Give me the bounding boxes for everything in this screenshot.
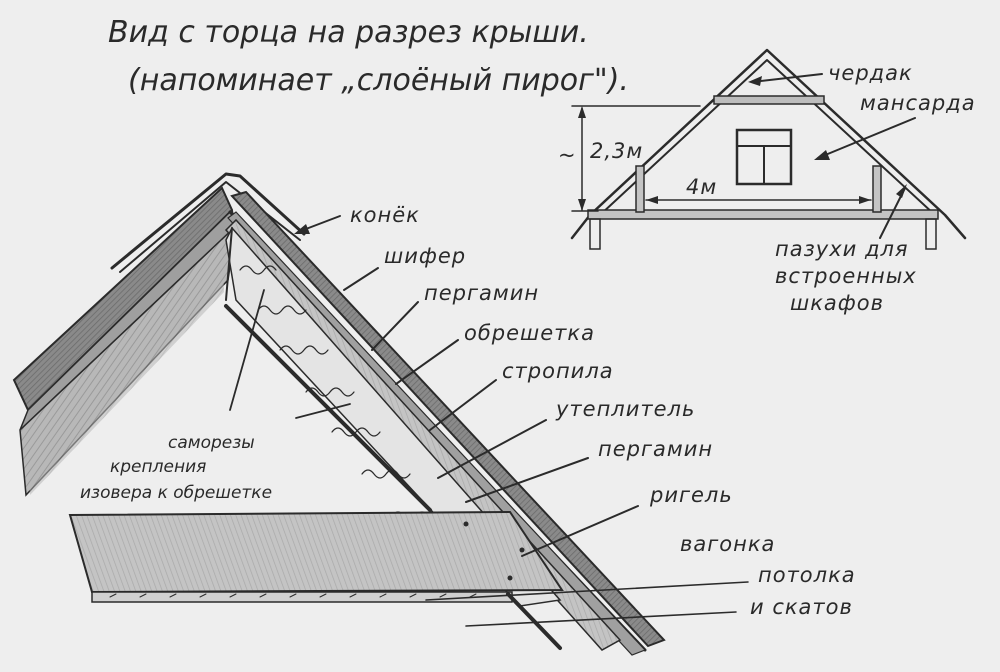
inset-floor-beam [587, 209, 939, 220]
leader-slate [343, 267, 379, 291]
leader-rafters [429, 379, 497, 431]
label-screws-line-3: изовера к обрешетке [80, 483, 272, 503]
label-crossbar: ригель [649, 483, 733, 507]
leader-crossbar [521, 505, 639, 557]
label-lining-ceiling: потолка [758, 563, 856, 587]
inset-attic-label: чердак [828, 61, 913, 85]
label-lathing: обрешетка [464, 321, 595, 345]
inset-closets-line-3: шкафов [790, 291, 884, 315]
mansard-inset: ~ 2,3м 4м чердак мансарда пазухи для вст… [558, 48, 976, 315]
title-line-1: Вид с торца на разрез крыши. [108, 15, 589, 50]
inner-pergamin-line [224, 304, 432, 512]
leader-attic [751, 73, 823, 83]
inset-width-label: 4м [686, 175, 717, 199]
crossbar-beam [68, 510, 564, 594]
inset-mansard-label: мансарда [860, 91, 976, 115]
label-lining-slopes: и скатов [750, 595, 853, 619]
leader-lining-slopes [465, 611, 737, 627]
leader-mansard [817, 117, 916, 159]
leader-insulation [437, 419, 547, 479]
leader-lathing [395, 339, 459, 385]
label-screws-line-1: саморезы [168, 433, 255, 453]
label-pergamin-bottom: пергамин [598, 437, 713, 461]
title-line-2: (напоминает „слоёный пирог"). [128, 63, 629, 98]
inset-closets-line-2: встроенных [775, 264, 917, 288]
right-slate-layer [230, 190, 666, 648]
insulation-waves [239, 265, 477, 565]
inset-stud-right [872, 165, 882, 213]
left-lathing-layer [19, 208, 237, 431]
label-pergamin-top: пергамин [424, 281, 539, 305]
leader-screws-2 [295, 403, 351, 419]
inset-roof-outline [570, 48, 967, 240]
main-roof-section [12, 172, 666, 656]
label-insulation: утеплитель [555, 397, 695, 421]
gable-panel [26, 240, 224, 495]
label-slate: шифер [384, 244, 466, 268]
ridge-cap [110, 172, 306, 270]
leader-lining-ceiling [425, 581, 749, 601]
leader-pergamin-bottom [465, 457, 589, 503]
leader-pergamin-top [371, 301, 419, 351]
inset-support-right [925, 218, 937, 250]
inset-closets-line-1: пазухи для [775, 237, 909, 261]
inset-roof-inner [599, 59, 936, 216]
layer-labels: конёк шифер пергамин обрешетка стропила … [80, 203, 856, 627]
inset-support-left [589, 218, 601, 250]
label-screws-line-2: крепления [110, 457, 206, 477]
inset-stud-left [635, 165, 645, 213]
inset-collar-beam [713, 95, 825, 105]
label-lining: вагонка [680, 532, 775, 556]
ceiling-lining [91, 591, 513, 603]
inset-height-prefix: ~ [558, 143, 577, 167]
inset-height-label: 2,3м [590, 139, 643, 163]
leader-screws-1 [229, 289, 265, 411]
label-rafters: стропила [502, 359, 614, 383]
label-ridge: конёк [350, 203, 420, 227]
slope-lining-line [506, 592, 562, 650]
